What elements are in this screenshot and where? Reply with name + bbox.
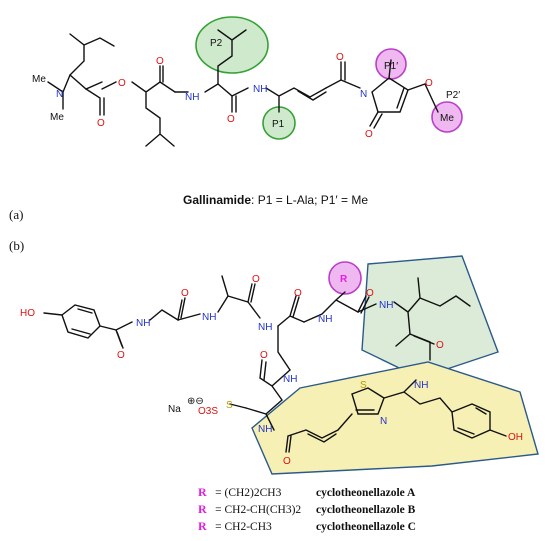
r-residue-carbonyl-o: O <box>366 288 374 299</box>
p2prime-label: P2′ <box>446 90 460 101</box>
blue-highlight-region <box>361 255 499 379</box>
aryl-nh: NH <box>414 380 428 391</box>
caption-compound-name: Gallinamide <box>183 193 251 207</box>
lower-nh: NH <box>283 374 297 385</box>
charge-symbols: ⊕⊖ <box>187 396 204 407</box>
ester-oxygen: O <box>118 78 126 89</box>
sulfur: S <box>226 400 233 411</box>
p1prime-label: P1′ <box>384 61 398 72</box>
alanine-nh: NH <box>202 312 216 323</box>
thiazole-sulfur: S <box>360 380 367 391</box>
panel-label-b: (b) <box>9 238 24 253</box>
r-group-highlight <box>328 261 362 295</box>
me-prime-highlight <box>431 101 463 133</box>
gallinamide-structure: O O O O O O O N Me Me NH NH N P2 P1 P1′ … <box>32 16 463 147</box>
panel-label-a: (a) <box>9 207 23 222</box>
yellow-highlight-region <box>251 361 539 475</box>
enone-oxygen-b: O <box>283 456 291 467</box>
ala-carbonyl-o: O <box>252 274 260 285</box>
me-label: Me <box>440 113 454 124</box>
ile-nh: NH <box>379 300 393 311</box>
amide-oxygen-2: O <box>227 114 235 125</box>
phenol-oxygen: HO <box>20 308 35 319</box>
p2-label: P2 <box>210 38 223 49</box>
p1-label: P1 <box>272 119 285 130</box>
ring-ether-oxygen: O <box>425 78 433 89</box>
ester-carbonyl-oxygen: O <box>97 118 105 129</box>
amide-nh-1: NH <box>185 92 199 103</box>
r-group-name-c: cyclotheonellazole C <box>316 521 416 533</box>
thiazole-nitrogen: N <box>380 416 387 427</box>
dimethylamine-n: N <box>56 89 63 100</box>
benzoyl-oxygen: O <box>117 350 125 361</box>
amide-nh-2: NH <box>253 84 267 95</box>
r-group-legend: R = (CH2)2CH3 cyclotheonellazole A R = C… <box>198 483 416 534</box>
lower-carbonyl-o: O <box>260 350 268 361</box>
amide-nh-b1: NH <box>258 322 272 333</box>
ring-carbonyl-oxygen: O <box>365 129 373 140</box>
r-group-row-a: R = (CH2)2CH3 <box>198 483 282 500</box>
ring-nitrogen: N <box>360 89 367 100</box>
r-group-row-c: R = CH2-CH3 <box>198 517 272 534</box>
amide-nh-b2: NH <box>318 314 332 325</box>
r-group-row-b: R = CH2-CH(CH3)2 <box>198 500 301 517</box>
cyclotheonellazole-structure: HO NH NH NH NH NH NH NH NH O O O O O O O… <box>20 255 539 475</box>
n-methyl-1: Me <box>32 74 46 85</box>
keto-oxygen: O <box>436 340 444 351</box>
gly-carbonyl-o: O <box>181 288 189 299</box>
residue-carbonyl-o: O <box>294 288 302 299</box>
glycine-nh: NH <box>136 318 150 329</box>
enone-oxygen: O <box>336 52 344 63</box>
sulfonyl-nh: NH <box>258 424 272 435</box>
caption-definition: : P1 = L-Ala; P1′ = Me <box>251 193 368 207</box>
r-group-name-a: cyclotheonellazole A <box>316 487 416 499</box>
r-group-name-b: cyclotheonellazole B <box>316 504 416 516</box>
sulfonate-group: O3S <box>198 406 218 417</box>
phenol-oxygen-b: OH <box>508 432 523 443</box>
gallinamide-caption: Gallinamide: P1 = L-Ala; P1′ = Me <box>183 193 368 207</box>
n-methyl-2: Me <box>50 112 64 123</box>
sodium-counterion: Na <box>168 404 181 415</box>
amide-oxygen-1: O <box>156 56 164 67</box>
r-group-label: R <box>340 274 348 285</box>
